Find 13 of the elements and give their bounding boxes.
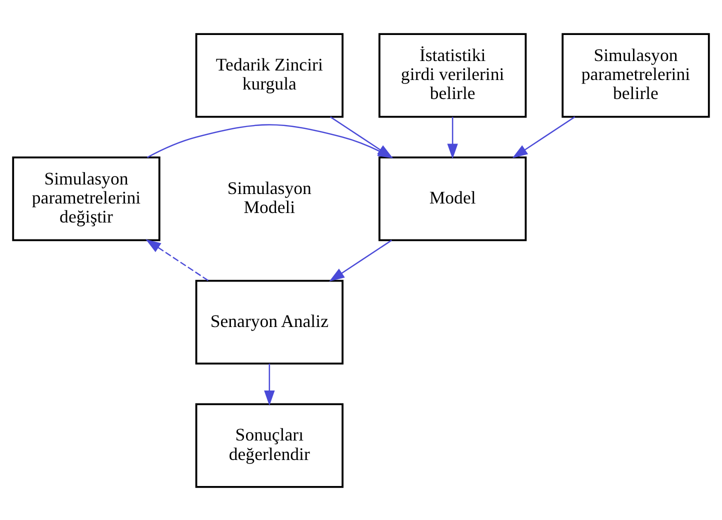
node-box: Senaryon Analiz bbox=[195, 279, 344, 364]
node-box: Sonuçları değerlendir bbox=[195, 402, 344, 488]
arrow bbox=[447, 116, 458, 158]
node-box: Simulasyon parametrelerini belirle bbox=[562, 32, 710, 118]
label: Simulasyon Modeli bbox=[227, 177, 312, 217]
node-box: Simulasyon parametrelerini değiştir bbox=[12, 156, 160, 241]
arrow bbox=[146, 238, 208, 280]
arrow bbox=[264, 363, 275, 406]
node-box: İstatistiki girdi verilerini belirle bbox=[378, 32, 527, 118]
arrow bbox=[512, 116, 576, 158]
node-box: Model bbox=[378, 156, 527, 241]
node-box: Tedarik Zinciri kurgula bbox=[195, 32, 344, 118]
arrow bbox=[329, 239, 392, 281]
